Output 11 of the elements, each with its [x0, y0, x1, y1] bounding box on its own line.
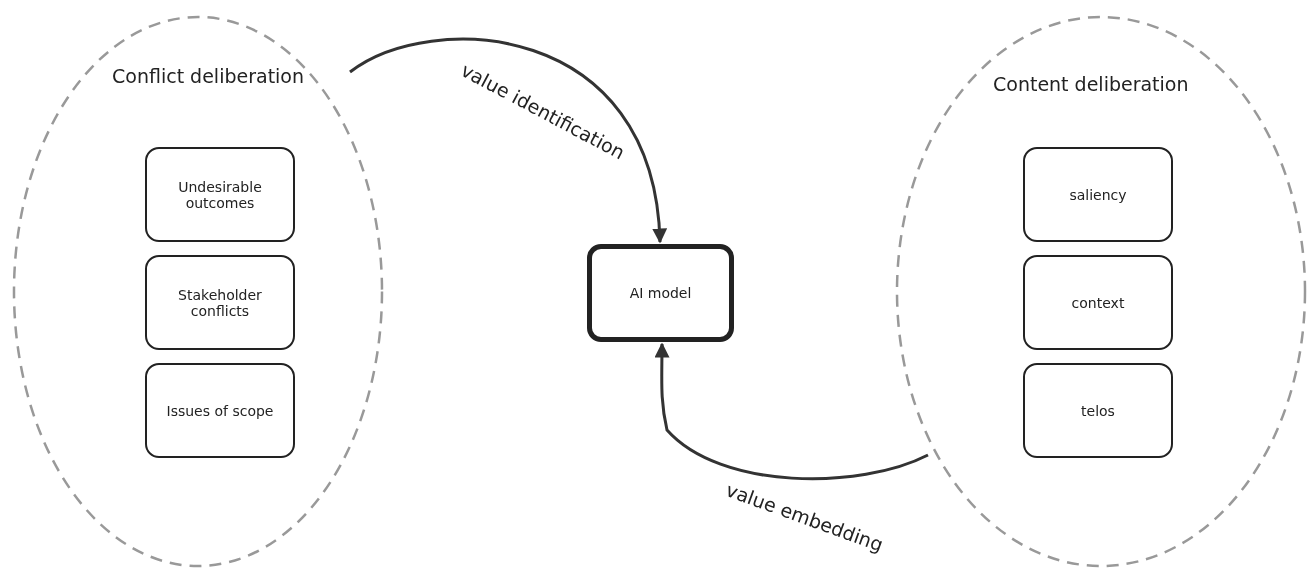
- rounded-box: Issues of scope: [145, 363, 295, 458]
- rounded-box: context: [1023, 255, 1173, 350]
- curved-arrow: [654, 342, 929, 481]
- rounded-box: saliency: [1023, 147, 1173, 242]
- rounded-box: telos: [1023, 363, 1173, 458]
- group-heading: Content deliberation: [993, 73, 1189, 95]
- rounded-box: Undesirable outcomes: [145, 147, 295, 242]
- rounded-box: AI model: [587, 244, 734, 342]
- group-heading: Conflict deliberation: [112, 65, 305, 87]
- rounded-box: Stakeholder conflicts: [145, 255, 295, 350]
- curved-arrow: [349, 37, 666, 244]
